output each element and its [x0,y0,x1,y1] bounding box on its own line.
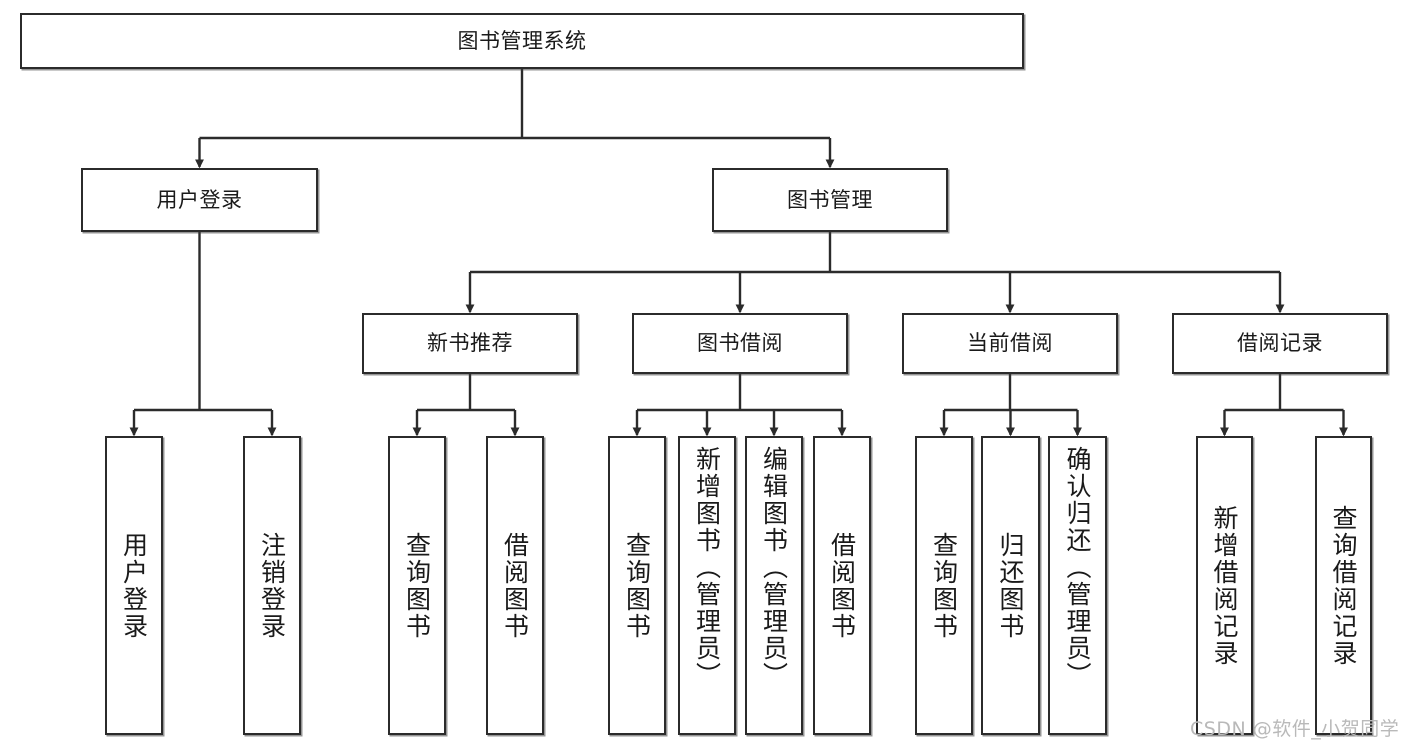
node-label: 新书推荐 [427,331,513,356]
node-label: 确认归还（管理员） [1063,446,1092,689]
node-leaf-new-2[interactable]: 借阅图书 [486,436,544,735]
node-newbook[interactable]: 新书推荐 [362,313,578,374]
node-label: 借阅记录 [1237,331,1323,356]
node-label: 查询图书 [929,531,959,640]
node-leaf-login-2[interactable]: 注销登录 [243,436,301,735]
node-root[interactable]: 图书管理系统 [20,13,1024,69]
node-label: 新增图书（管理员） [692,446,722,689]
node-leaf-new-1[interactable]: 查询图书 [388,436,446,735]
node-leaf-bor-2[interactable]: 新增图书（管理员） [678,436,736,735]
node-label: 归还图书 [996,531,1025,640]
node-leaf-bor-3[interactable]: 编辑图书（管理员） [745,436,803,735]
node-label: 用户登录 [156,187,243,212]
node-leaf-rec-1[interactable]: 新增借阅记录 [1196,436,1253,735]
node-leaf-bor-4[interactable]: 借阅图书 [813,436,871,735]
node-label: 查询图书 [402,531,432,640]
node-label: 借阅图书 [500,531,530,640]
node-borrow[interactable]: 图书借阅 [632,313,848,374]
node-current[interactable]: 当前借阅 [902,313,1118,374]
connector-lines [129,69,1348,437]
node-login[interactable]: 用户登录 [81,168,318,232]
node-label: 图书管理 [787,187,873,212]
node-leaf-cur-1[interactable]: 查询图书 [915,436,973,735]
node-leaf-cur-3[interactable]: 确认归还（管理员） [1048,436,1107,735]
node-label: 当前借阅 [967,331,1053,356]
node-label: 查询图书 [622,531,652,640]
node-label: 借阅图书 [827,531,857,640]
node-label: 查询借阅记录 [1329,504,1358,667]
node-bookmgmt[interactable]: 图书管理 [712,168,948,232]
node-label: 注销登录 [257,531,287,640]
node-label: 图书管理系统 [457,28,587,53]
node-label: 用户登录 [119,531,149,640]
node-leaf-rec-2[interactable]: 查询借阅记录 [1315,436,1372,735]
node-label: 编辑图书（管理员） [759,446,789,689]
node-label: 新增借阅记录 [1210,504,1239,667]
node-leaf-cur-2[interactable]: 归还图书 [981,436,1040,735]
node-label: 图书借阅 [697,331,783,356]
node-leaf-login-1[interactable]: 用户登录 [105,436,163,735]
node-leaf-bor-1[interactable]: 查询图书 [608,436,666,735]
node-records[interactable]: 借阅记录 [1172,313,1388,374]
